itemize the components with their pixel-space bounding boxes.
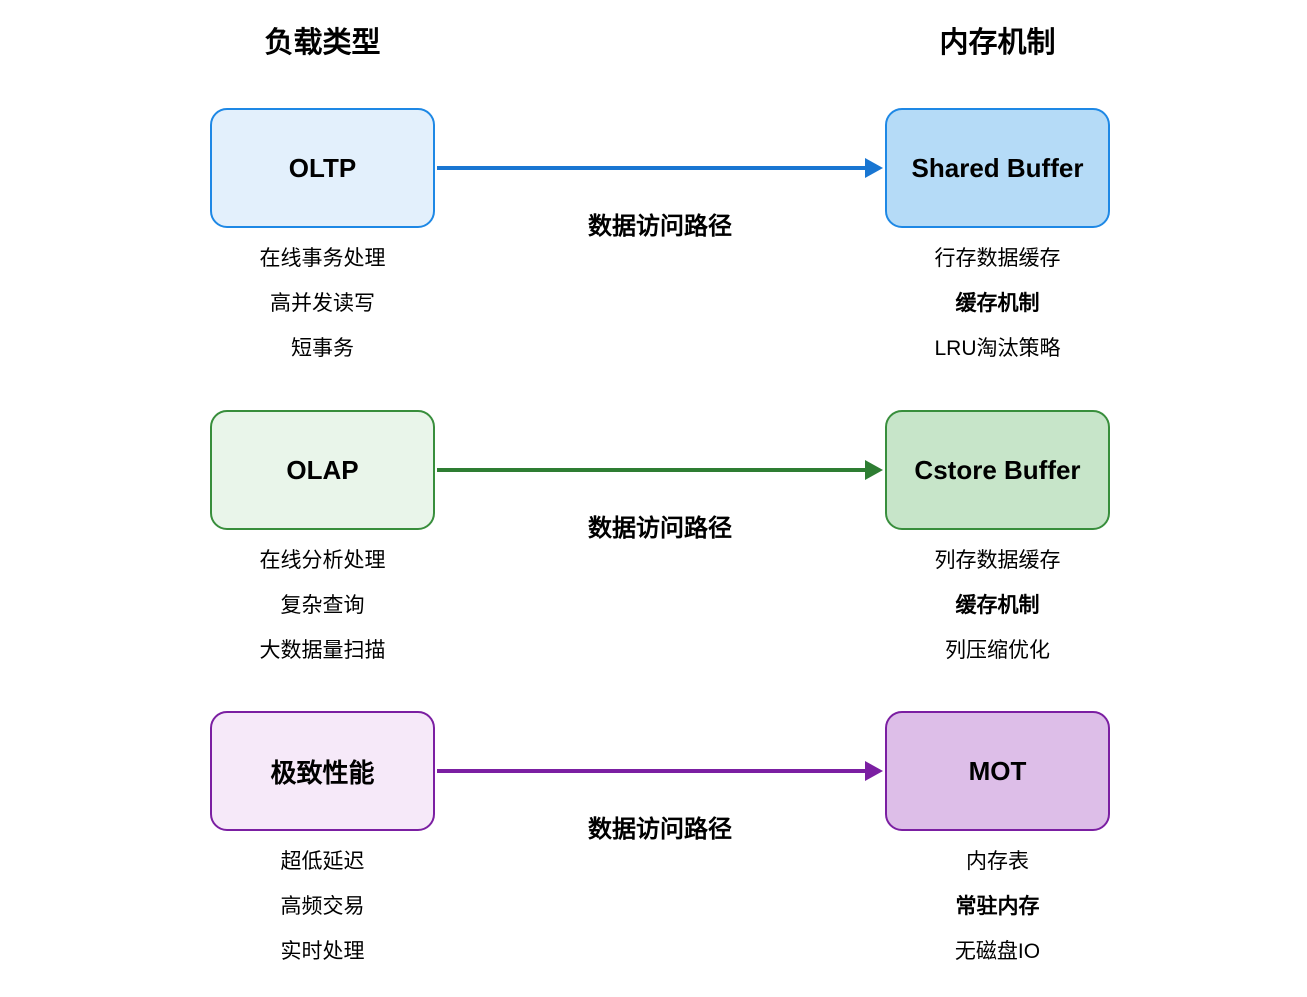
description-item: 缓存机制: [955, 594, 1040, 617]
description-item: 实时处理: [280, 940, 365, 963]
node-extreme-performance: 极致性能: [210, 711, 435, 831]
arrow-line: [437, 468, 865, 472]
column-header-memory-mechanism: 内存机制: [939, 27, 1056, 59]
description-item: 内存表: [966, 850, 1029, 873]
description-item: 大数据量扫描: [259, 639, 386, 662]
flow-row-extreme-performance: 极致性能 数据访问路径 MOT 超低延迟 高频交易 实时处理 内存表 常驻内存 …: [0, 711, 1307, 997]
arrow-label-data-access-path: 数据访问路径: [588, 515, 732, 542]
node-olap: OLAP: [210, 410, 435, 530]
oltp-descriptions: 在线事务处理 高并发读写 短事务: [210, 236, 435, 371]
arrow-right-icon: [437, 108, 883, 228]
node-oltp-label: OLTP: [288, 152, 357, 183]
description-item: 无磁盘IO: [954, 940, 1041, 963]
flow-row-oltp: OLTP 数据访问路径 Shared Buffer 在线事务处理 高并发读写 短…: [0, 108, 1307, 398]
description-item: 复杂查询: [280, 594, 365, 617]
extreme-performance-descriptions: 超低延迟 高频交易 实时处理: [210, 839, 435, 974]
column-header-workload-type: 负载类型: [264, 27, 381, 59]
description-item: 高并发读写: [270, 292, 375, 315]
description-item: 常驻内存: [955, 895, 1040, 918]
arrow-label-data-access-path: 数据访问路径: [588, 816, 732, 843]
description-item: 超低延迟: [280, 850, 365, 873]
arrow-line: [437, 166, 865, 170]
shared-buffer-descriptions: 行存数据缓存 缓存机制 LRU淘汰策略: [885, 236, 1110, 371]
description-item: LRU淘汰策略: [934, 337, 1061, 360]
description-item: 行存数据缓存: [934, 247, 1061, 270]
description-item: 列压缩优化: [945, 639, 1050, 662]
node-shared-buffer-label: Shared Buffer: [911, 152, 1084, 183]
arrow-label-data-access-path: 数据访问路径: [588, 213, 732, 240]
flow-row-olap: OLAP 数据访问路径 Cstore Buffer 在线分析处理 复杂查询 大数…: [0, 410, 1307, 700]
node-extreme-performance-label: 极致性能: [270, 757, 375, 788]
node-olap-label: OLAP: [286, 454, 359, 485]
olap-descriptions: 在线分析处理 复杂查询 大数据量扫描: [210, 538, 435, 673]
arrow-line: [437, 769, 865, 773]
node-oltp: OLTP: [210, 108, 435, 228]
cstore-buffer-descriptions: 列存数据缓存 缓存机制 列压缩优化: [885, 538, 1110, 673]
mot-descriptions: 内存表 常驻内存 无磁盘IO: [885, 839, 1110, 974]
node-mot-label: MOT: [968, 755, 1027, 786]
arrow-head-icon: [865, 158, 883, 178]
arrow-right-icon: [437, 410, 883, 530]
description-item: 列存数据缓存: [934, 549, 1061, 572]
description-item: 缓存机制: [955, 292, 1040, 315]
arrow-right-icon: [437, 711, 883, 831]
arrow-head-icon: [865, 460, 883, 480]
node-mot: MOT: [885, 711, 1110, 831]
arrow-head-icon: [865, 761, 883, 781]
description-item: 短事务: [291, 337, 354, 360]
node-cstore-buffer-label: Cstore Buffer: [914, 454, 1081, 485]
description-item: 高频交易: [280, 895, 365, 918]
node-shared-buffer: Shared Buffer: [885, 108, 1110, 228]
description-item: 在线分析处理: [259, 549, 386, 572]
node-cstore-buffer: Cstore Buffer: [885, 410, 1110, 530]
description-item: 在线事务处理: [259, 247, 386, 270]
